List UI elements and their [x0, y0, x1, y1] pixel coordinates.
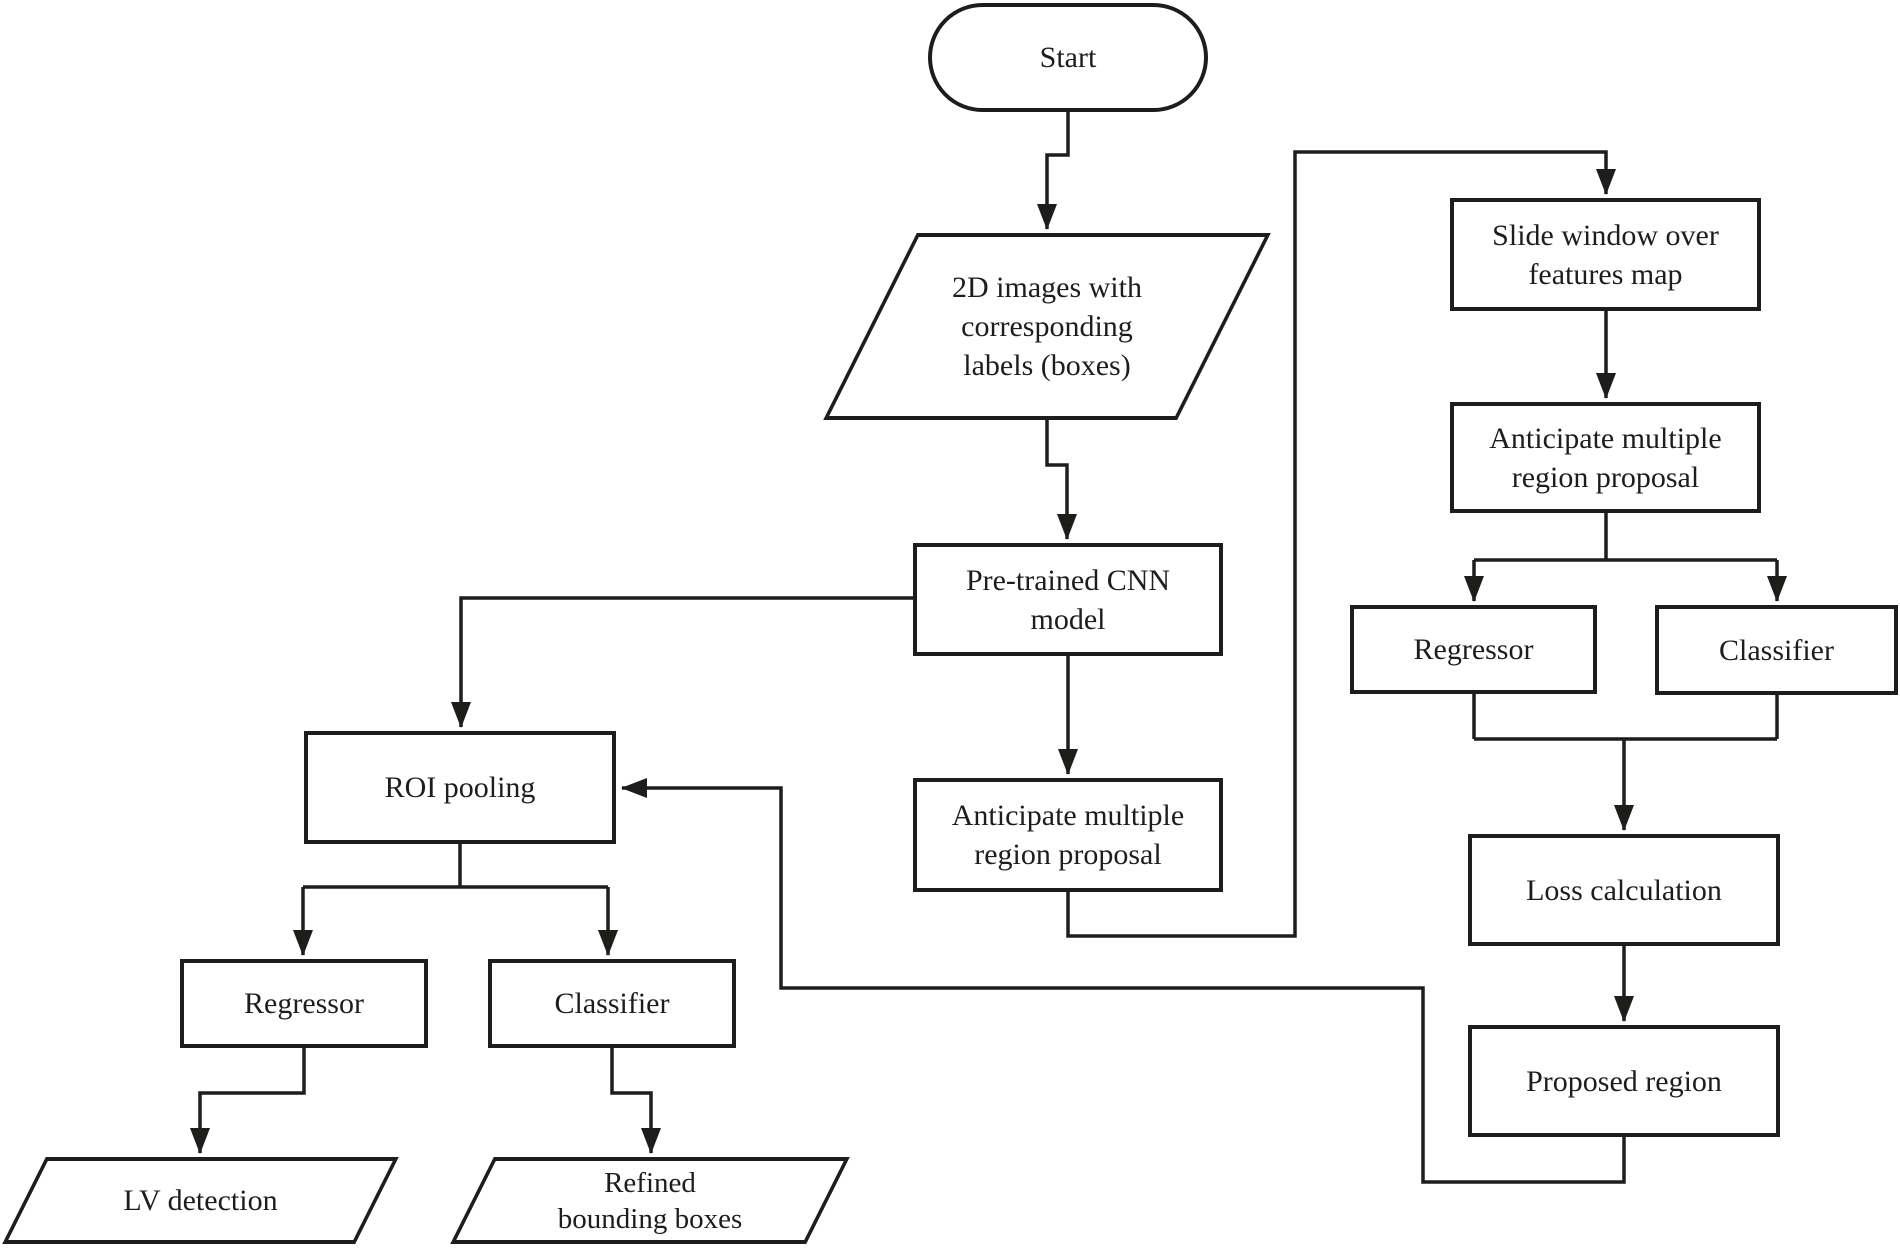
connector-anticipate-center-to-slide	[1066, 150, 1616, 938]
node-regressor-right-label: Regressor	[1413, 633, 1534, 666]
node-regressor-right: Regressor	[1350, 605, 1597, 694]
node-pretrained-cnn: Pre-trained CNN model	[913, 543, 1223, 656]
node-anticipate-region-center: Anticipate multiple region proposal	[913, 778, 1223, 892]
node-classifier-left-label: Classifier	[554, 987, 670, 1020]
node-refined-boxes-label: Refined bounding boxes	[557, 1166, 743, 1235]
node-anticipate-region-right-label: Anticipate multiple region proposal	[1489, 421, 1722, 494]
node-anticipate-region-right: Anticipate multiple region proposal	[1450, 402, 1761, 513]
node-roi-pooling: ROI pooling	[304, 731, 616, 844]
node-input-images-label: 2D images with corresponding labels (box…	[952, 271, 1142, 382]
node-loss-calculation: Loss calculation	[1468, 834, 1780, 946]
node-start: Start	[928, 3, 1208, 112]
node-proposed-region: Proposed region	[1468, 1025, 1780, 1137]
connector-regressor-left-to-lv	[190, 1048, 306, 1154]
node-roi-pooling-label: ROI pooling	[384, 771, 536, 804]
node-proposed-region-label: Proposed region	[1526, 1064, 1722, 1098]
node-loss-calculation-label: Loss calculation	[1526, 873, 1722, 907]
node-regressor-left: Regressor	[180, 959, 428, 1048]
node-lv-detection: LV detection	[2, 1157, 399, 1244]
node-refined-boxes: Refined bounding boxes	[450, 1157, 850, 1244]
node-pretrained-cnn-label: Pre-trained CNN model	[965, 563, 1171, 636]
connector-classifier-left-to-refined	[610, 1048, 661, 1154]
node-lv-detection-label: LV detection	[123, 1184, 278, 1217]
node-input-images: 2D images with corresponding labels (box…	[823, 233, 1271, 420]
node-classifier-right: Classifier	[1655, 605, 1898, 695]
connector-images-to-cnn	[1045, 420, 1077, 540]
node-start-label: Start	[1039, 41, 1097, 74]
node-classifier-right-label: Classifier	[1719, 633, 1834, 667]
connector-cnn-to-roi	[451, 596, 913, 728]
node-regressor-left-label: Regressor	[244, 987, 364, 1020]
node-classifier-left: Classifier	[488, 959, 736, 1048]
node-slide-window: Slide window over features map	[1450, 198, 1761, 311]
node-slide-window-label: Slide window over features map	[1492, 218, 1719, 291]
connector-start-to-images	[1037, 112, 1070, 230]
node-anticipate-region-center-label: Anticipate multiple region proposal	[951, 799, 1185, 871]
connector-proposed-to-roi	[621, 778, 1626, 1184]
